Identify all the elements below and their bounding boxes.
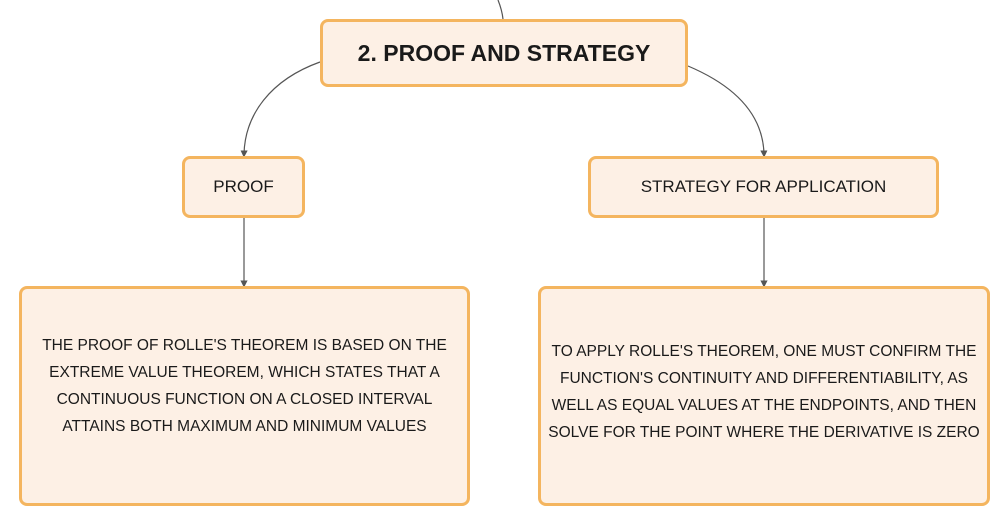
- root-label: 2. PROOF AND STRATEGY: [357, 39, 651, 66]
- strategy-node[interactable]: STRATEGY FOR APPLICATION: [588, 156, 939, 218]
- proof-detail-text: THE PROOF OF ROLLE'S THEOREM IS BASED ON…: [42, 337, 447, 435]
- strategy-label: STRATEGY FOR APPLICATION: [640, 177, 887, 196]
- strategy-detail-text: TO APPLY ROLLE'S THEOREM, ONE MUST CONFI…: [548, 343, 980, 441]
- connector-root-to-strategy: [687, 65, 768, 158]
- proof-label: PROOF: [213, 177, 274, 196]
- strategy-detail-node[interactable]: TO APPLY ROLLE'S THEOREM, ONE MUST CONFI…: [538, 286, 990, 506]
- incoming-connector: [497, 0, 504, 20]
- root-node[interactable]: 2. PROOF AND STRATEGY: [320, 19, 688, 87]
- proof-detail-node[interactable]: THE PROOF OF ROLLE'S THEOREM IS BASED ON…: [19, 286, 470, 506]
- connector-root-to-proof: [240, 61, 321, 158]
- proof-node[interactable]: PROOF: [182, 156, 305, 218]
